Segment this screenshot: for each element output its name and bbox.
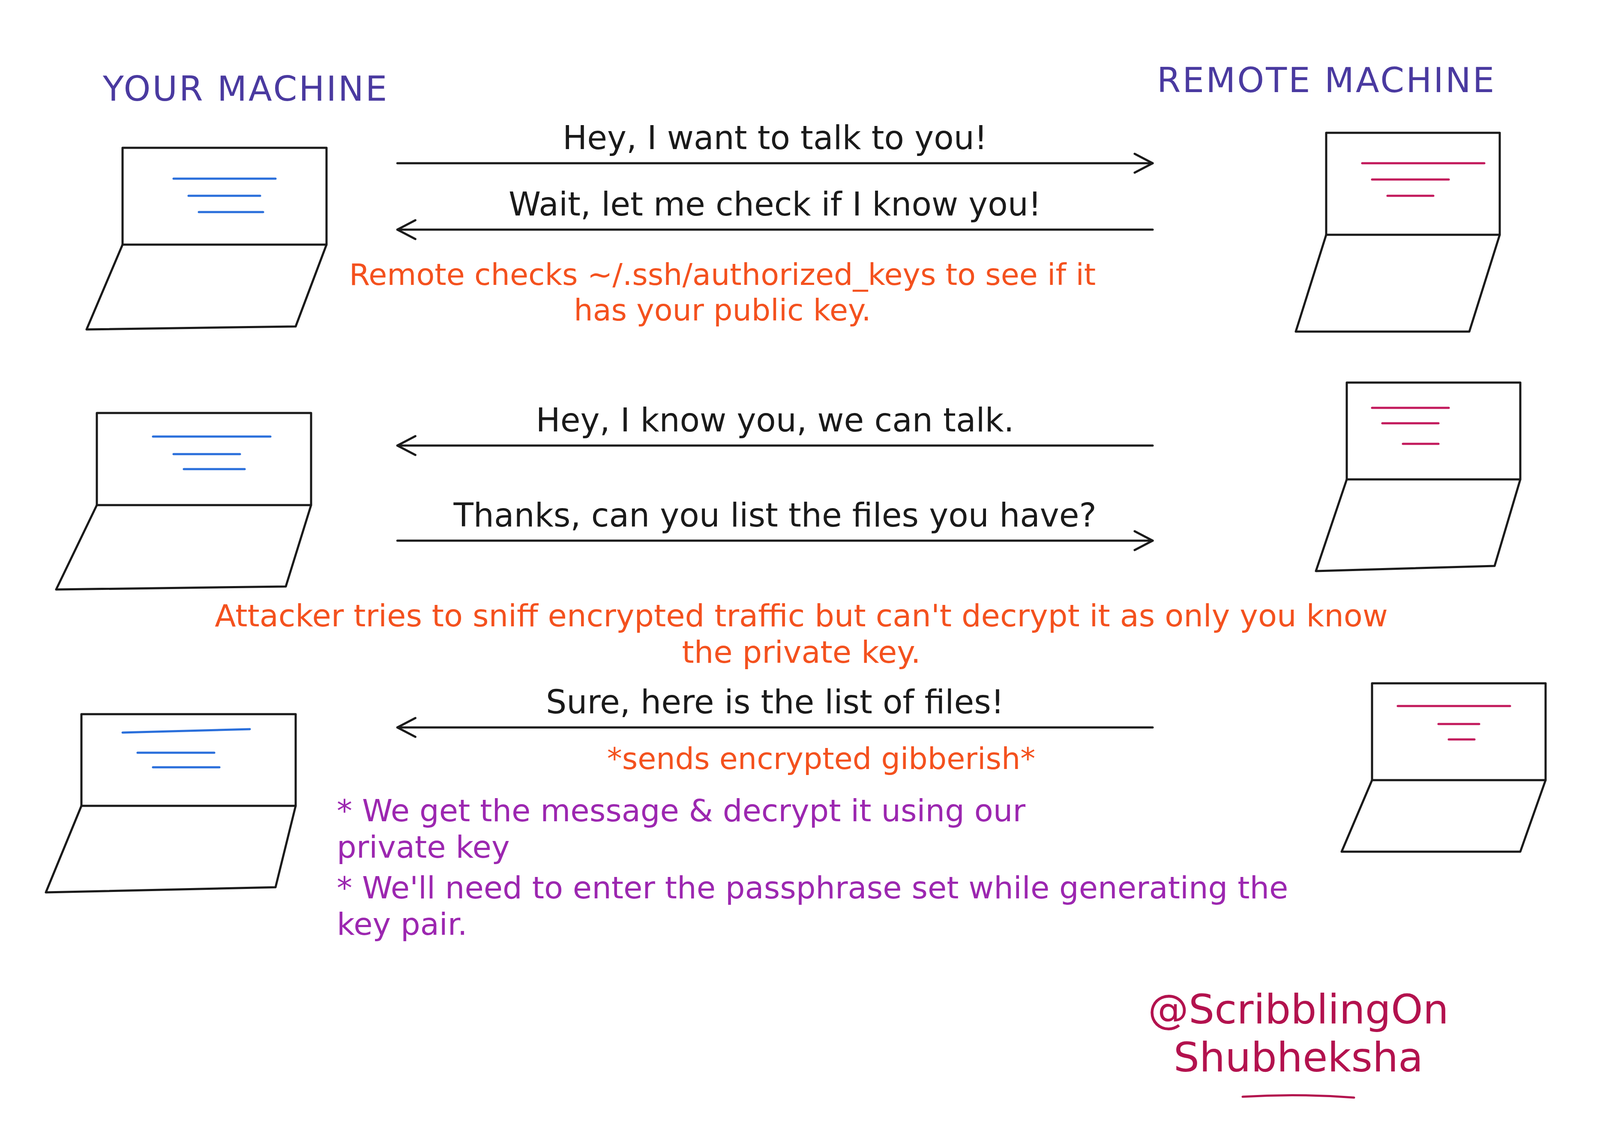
laptop-base [45, 805, 296, 893]
screen-line [1438, 723, 1480, 726]
arrow-line [397, 444, 1153, 447]
screen-line [173, 177, 276, 180]
laptop-screen [1346, 382, 1521, 480]
arrow-line [397, 228, 1153, 231]
machine-heading: YOUR MACHINE [102, 68, 398, 110]
laptop-screen [122, 147, 327, 245]
note-text: Attacker tries to sniff encrypted traffi… [201, 597, 1402, 671]
screen-line [1372, 407, 1449, 410]
arrow-head [397, 718, 416, 738]
screen-line [183, 468, 245, 471]
screen-line [152, 766, 220, 769]
screen-line [1397, 705, 1511, 708]
laptop-base [1341, 780, 1546, 852]
note-text: *sends encrypted gibberish* [489, 741, 1153, 777]
arrow-head [397, 436, 416, 456]
signature-underline [1242, 1095, 1355, 1098]
message-label: Wait, let me check if I know you! [405, 185, 1145, 224]
laptop-screen [96, 413, 312, 506]
message-label: Hey, I know you, we can talk. [405, 401, 1145, 440]
screen-line [173, 453, 240, 456]
watermark: @ScribblingOn Shubheksha [1114, 985, 1483, 1082]
arrow-head [397, 220, 416, 240]
note-text: * We get the message & decrypt it using … [336, 792, 1066, 866]
machine-column: YOUR MACHINE [85, 64, 398, 913]
screen-line [122, 729, 250, 733]
screen-line [1387, 194, 1434, 198]
laptop-base [86, 244, 327, 330]
screen-line [1402, 443, 1439, 446]
arrow-line [397, 726, 1153, 729]
note-text: Remote checks ~/.ssh/authorized_keys to … [336, 257, 1109, 328]
laptop-screen [1326, 132, 1500, 235]
laptop-base [1295, 234, 1500, 332]
screen-line [152, 435, 271, 438]
laptop-screen [81, 714, 296, 806]
screen-line [188, 194, 261, 198]
laptop-screen [1372, 683, 1546, 781]
screen-line [1372, 178, 1449, 181]
machine-column: REMOTE MACHINE [1152, 55, 1582, 913]
laptop-base [56, 505, 312, 590]
message-label: Sure, here is the list of files! [405, 683, 1145, 722]
arrow-line [397, 539, 1153, 543]
arrow-head [1134, 153, 1153, 173]
screen-line [1448, 738, 1475, 741]
laptop-base [1315, 479, 1521, 572]
arrow-head [1134, 531, 1153, 551]
screen-line [198, 211, 264, 214]
screen-line [1382, 422, 1439, 425]
message-label: Thanks, can you list the files you have? [405, 496, 1145, 535]
screen-lines-red [1362, 163, 1511, 740]
screen-lines-blue [122, 178, 276, 768]
note-text: * We'll need to enter the passphrase set… [336, 869, 1323, 943]
arrow-line [397, 162, 1153, 165]
screen-line [137, 752, 215, 755]
machine-heading: REMOTE MACHINE [1156, 59, 1582, 102]
message-label: Hey, I want to talk to you! [405, 118, 1145, 158]
laptop-outlines [45, 132, 1546, 893]
screen-line [1362, 162, 1485, 165]
